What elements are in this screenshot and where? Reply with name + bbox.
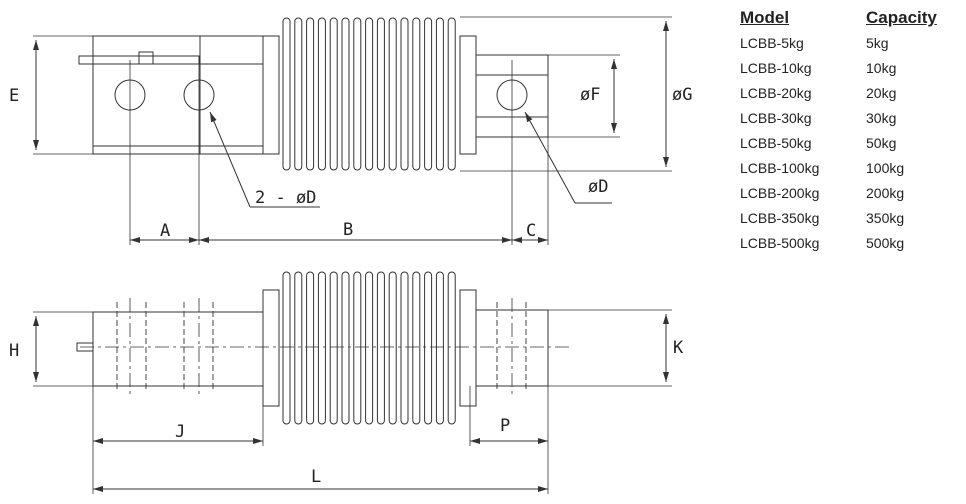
capacity-cell: 500kg	[866, 234, 905, 251]
table-row: LCBB-30kg 30kg	[740, 105, 937, 130]
side-right-flange	[459, 289, 477, 407]
label-P: P	[500, 416, 510, 436]
table-row: LCBB-500kg 500kg	[740, 230, 937, 255]
model-cell: LCBB-350kg	[740, 209, 820, 226]
label-hole-note: 2 - øD	[255, 188, 316, 208]
model-cell: LCBB-100kg	[740, 159, 820, 176]
model-cell: LCBB-200kg	[740, 184, 820, 201]
model-cell: LCBB-50kg	[740, 134, 812, 151]
hole-leader-left	[209, 111, 251, 208]
side-left-body	[92, 311, 264, 387]
model-cell: LCBB-30kg	[740, 109, 812, 126]
label-K: K	[673, 338, 684, 358]
label-G: øG	[672, 85, 692, 105]
table-row: LCBB-50kg 50kg	[740, 130, 937, 155]
table-row: LCBB-350kg 350kg	[740, 205, 937, 230]
label-H: H	[9, 341, 19, 361]
spec-table-header: Model Capacity	[740, 6, 937, 30]
capacity-cell: 100kg	[866, 159, 905, 176]
capacity-cell: 20kg	[866, 84, 897, 101]
model-cell: LCBB-20kg	[740, 84, 812, 101]
hole-leader-right	[524, 111, 576, 204]
capacity-cell: 350kg	[866, 209, 905, 226]
model-cell: LCBB-10kg	[740, 59, 812, 76]
top-plate-tab	[138, 51, 154, 65]
header-capacity: Capacity	[866, 8, 937, 27]
bellows-side	[282, 271, 456, 425]
side-view	[33, 271, 672, 494]
capacity-cell: 10kg	[866, 59, 897, 76]
table-row: LCBB-5kg 5kg	[740, 30, 937, 55]
right-flange	[459, 35, 477, 155]
table-row: LCBB-200kg 200kg	[740, 180, 937, 205]
label-A: A	[160, 221, 170, 241]
label-L: L	[311, 467, 321, 487]
left-flange	[262, 35, 280, 155]
side-left-flange	[262, 289, 280, 407]
load-cell-drawing: E 2 - øD A B C øF øG øD	[9, 16, 692, 494]
label-F: øF	[580, 85, 600, 105]
left-mount-block	[92, 35, 264, 155]
bellows-top	[282, 17, 456, 171]
capacity-cell: 5kg	[866, 34, 889, 51]
label-B: B	[343, 220, 353, 240]
header-model: Model	[740, 8, 790, 27]
table-row: LCBB-20kg 20kg	[740, 80, 937, 105]
table-row: LCBB-100kg 100kg	[740, 155, 937, 180]
capacity-cell: 200kg	[866, 184, 905, 201]
capacity-cell: 50kg	[866, 134, 897, 151]
capacity-cell: 30kg	[866, 109, 897, 126]
label-J: J	[175, 422, 185, 442]
top-view	[33, 16, 672, 245]
label-E: E	[9, 86, 19, 106]
model-cell: LCBB-5kg	[740, 34, 804, 51]
label-D: øD	[588, 177, 608, 197]
model-cell: LCBB-500kg	[740, 234, 820, 251]
table-row: LCBB-10kg 10kg	[740, 55, 937, 80]
label-C: C	[526, 221, 536, 241]
